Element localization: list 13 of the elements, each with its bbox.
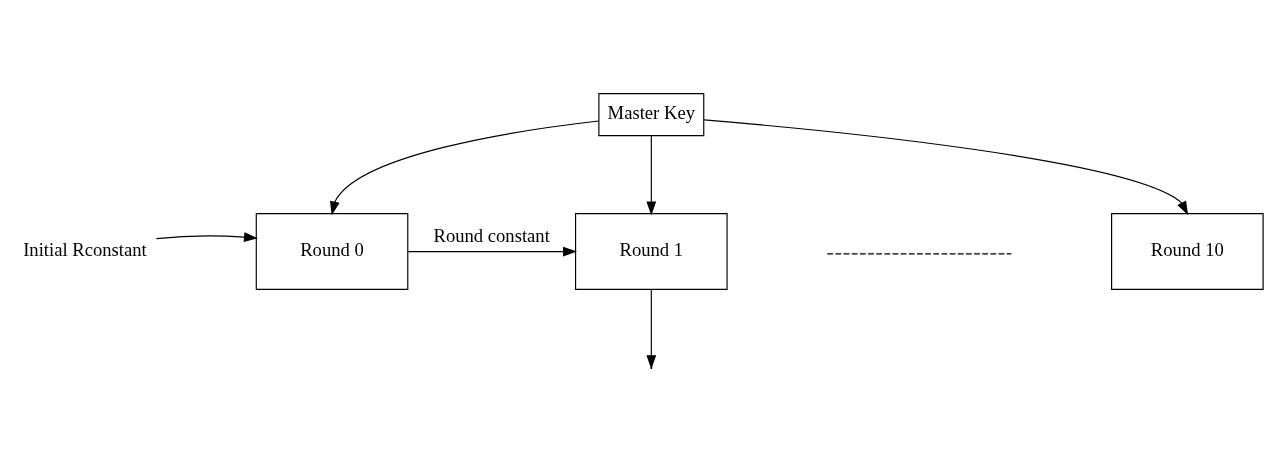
- edge-label: Round constant: [433, 225, 550, 246]
- node-box: Master Key: [598, 93, 705, 137]
- node-box: Round 1: [575, 213, 728, 290]
- node-box: Round 0: [255, 213, 409, 290]
- node-line: [826, 253, 1012, 255]
- arrow: [646, 289, 657, 370]
- arrow: [646, 135, 657, 216]
- arrow: [703, 119, 1189, 216]
- arrow: [155, 232, 258, 242]
- arrow: [330, 120, 600, 216]
- node-box: Round 10: [1111, 213, 1264, 290]
- arrow: [407, 246, 578, 257]
- node-text: Initial Rconstant: [23, 238, 147, 260]
